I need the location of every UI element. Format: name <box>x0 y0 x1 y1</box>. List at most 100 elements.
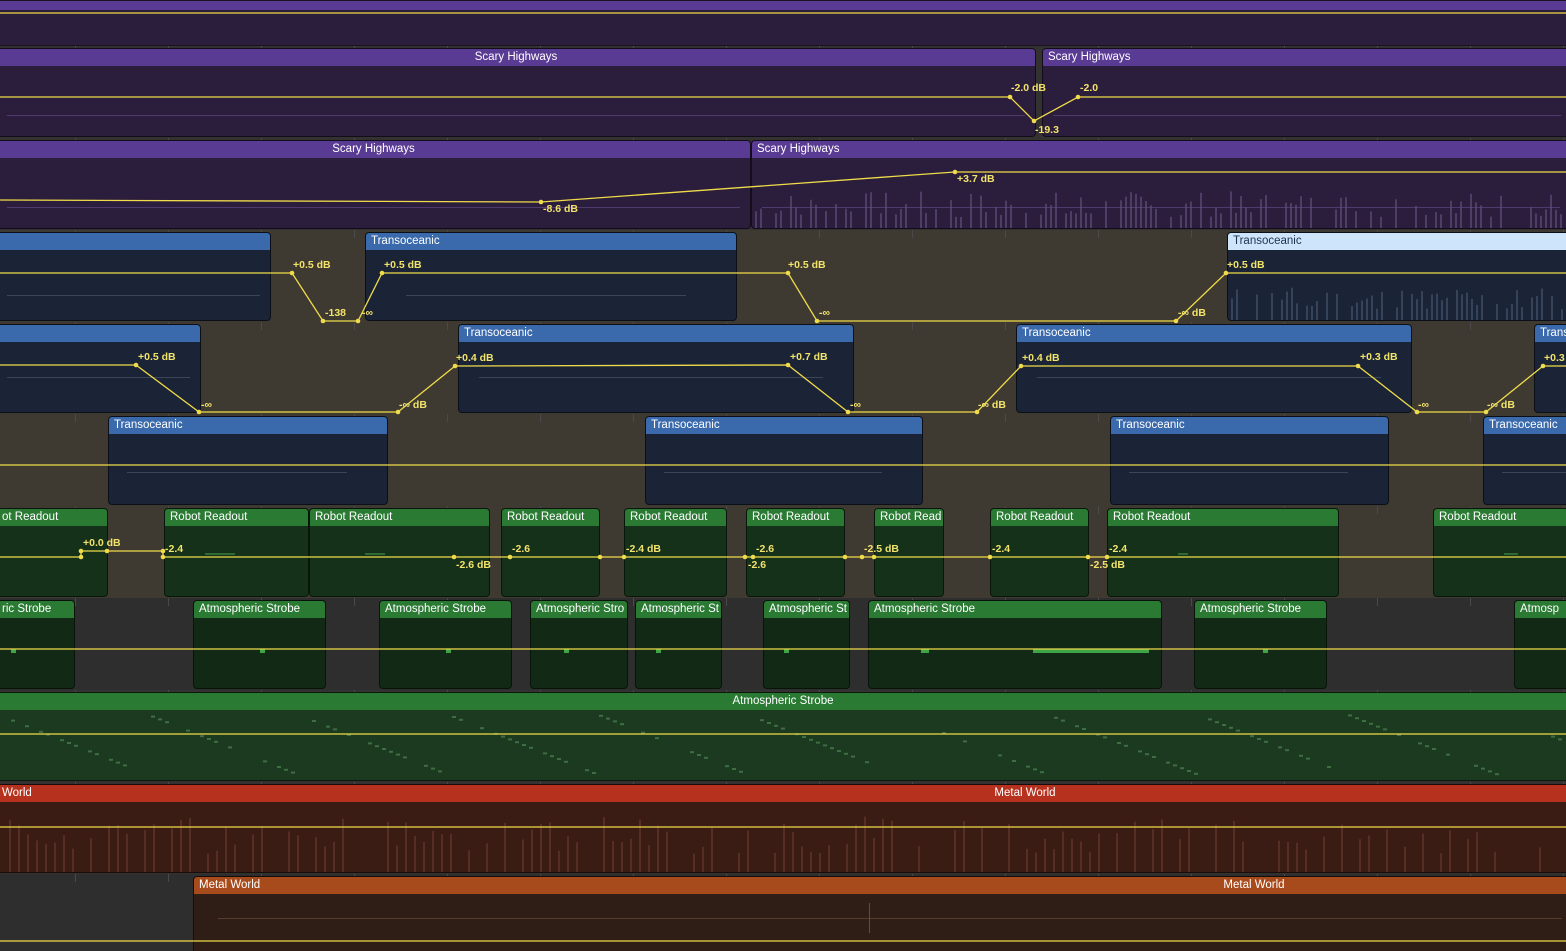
region-name: Atmospheric Strobe <box>869 601 1161 618</box>
region-name <box>0 325 200 342</box>
region-transoceanic[interactable]: Transoceanic <box>1483 416 1566 505</box>
region-name: Atmospheric Strobe <box>0 693 1566 710</box>
region-atmospheric-strobe[interactable]: Atmospheric Strobe <box>379 600 512 689</box>
region-robot-readout[interactable]: Robot Readout <box>624 508 727 597</box>
region-name: Transoceanic <box>366 233 736 250</box>
region-name: Scary Highways <box>1043 49 1566 66</box>
grid-tick <box>726 598 727 606</box>
region-transoceanic[interactable]: Transoceanic <box>1016 324 1412 413</box>
region-name: Transoceanic <box>1111 417 1388 434</box>
grid-tick <box>1191 598 1192 606</box>
region-name: ric Strobe <box>0 601 74 618</box>
region-name: Transoceanic <box>1228 233 1566 250</box>
region-scary-highways[interactable]: Scary Highways <box>751 140 1566 229</box>
region-atmospheric-strobe[interactable]: Atmosp <box>1514 600 1566 689</box>
region-name: Scary Highways <box>752 141 1566 158</box>
region-atmospheric-strobe[interactable]: Atmospheric St <box>635 600 722 689</box>
region-transoceanic[interactable]: Transoceanic <box>108 416 388 505</box>
region-robot-readout[interactable]: Robot Readout <box>501 508 600 597</box>
grid-tick <box>447 322 448 330</box>
waveform <box>755 191 1562 228</box>
grid-tick <box>168 598 169 606</box>
grid-tick <box>1470 322 1471 330</box>
region-robot-readout[interactable]: Robot Readout <box>1433 508 1566 597</box>
region-robot-readout[interactable]: Robot Read <box>874 508 944 597</box>
region-name: Transoceanic <box>109 417 387 434</box>
region-atmospheric-strobe[interactable]: ric Strobe <box>0 600 75 689</box>
grid-tick <box>447 414 448 422</box>
region-name: Robot Readout <box>747 509 844 526</box>
grid-tick <box>1005 322 1006 330</box>
region-robot-readout[interactable]: Robot Readout <box>164 508 309 597</box>
region-atmospheric-strobe[interactable]: Atmospheric Stro <box>530 600 628 689</box>
region-name: Scary Highways <box>0 141 750 158</box>
region-metal-world[interactable]: World Metal World <box>0 784 1566 873</box>
grid-tick <box>1470 598 1471 606</box>
region-scary-highways[interactable]: Scary Highways <box>1042 48 1566 137</box>
region-atmospheric-strobe[interactable]: Atmospheric Strobe <box>868 600 1162 689</box>
region-robot-readout[interactable]: Robot Readout <box>1107 508 1339 597</box>
region-name: Robot Readout <box>165 509 308 526</box>
grid-tick <box>1005 414 1006 422</box>
region-robot-readout[interactable]: Robot Readout <box>990 508 1089 597</box>
grid-tick <box>633 598 634 606</box>
grid-tick <box>1191 230 1192 238</box>
region-name: Robot Readout <box>625 509 726 526</box>
grid-tick <box>75 598 76 606</box>
grid-tick <box>1377 506 1378 514</box>
waveform <box>1231 287 1563 320</box>
region-name: Transoceanic <box>459 325 853 342</box>
region-name: Metal World <box>199 879 261 891</box>
region-name: Metal World <box>1223 879 1285 891</box>
grid-tick <box>819 230 820 238</box>
region-top-strip[interactable] <box>0 0 1566 46</box>
grid-tick <box>540 414 541 422</box>
region-transoceanic[interactable]: Transoceanic <box>645 416 923 505</box>
region-name: Robot Readout <box>1108 509 1338 526</box>
grid-tick <box>1005 230 1006 238</box>
region-name: World <box>2 787 32 799</box>
region-name: Atmosp <box>1515 601 1566 618</box>
grid-tick <box>1377 598 1378 606</box>
region-transoceanic[interactable]: Transoceanic <box>458 324 854 413</box>
region-transoceanic-selected[interactable]: Transoceanic <box>1227 232 1566 321</box>
region-name: Scary Highways <box>0 49 1035 66</box>
grid-tick <box>1470 414 1471 422</box>
region-scary-highways[interactable]: Scary Highways <box>0 140 751 229</box>
region-atmospheric-strobe[interactable]: Atmospheric St <box>763 600 850 689</box>
region-robot-readout[interactable]: Robot Readout <box>309 508 490 597</box>
midi-notes <box>11 714 1562 776</box>
region-transoceanic[interactable]: Trans <box>1534 324 1566 413</box>
grid-tick <box>75 414 76 422</box>
region-metal-world[interactable]: Metal World Metal World <box>193 876 1566 951</box>
region-robot-readout[interactable]: ot Readout <box>0 508 108 597</box>
region-transoceanic[interactable]: Transoceanic <box>365 232 737 321</box>
grid-tick <box>912 322 913 330</box>
region-name: Atmospheric Stro <box>531 601 627 618</box>
region-robot-readout[interactable]: Robot Readout <box>746 508 845 597</box>
region-name: Robot Readout <box>310 509 489 526</box>
region-name <box>0 233 270 250</box>
region-name: Atmospheric Strobe <box>1195 601 1326 618</box>
region-transoceanic[interactable]: Transoceanic <box>1110 416 1389 505</box>
region-name: Transoceanic <box>1484 417 1566 434</box>
grid-tick <box>75 874 76 882</box>
region-name: Atmospheric Strobe <box>194 601 325 618</box>
region-name: Transoceanic <box>1017 325 1411 342</box>
region-scary-highways[interactable]: Scary Highways <box>0 48 1036 137</box>
grid-tick <box>354 598 355 606</box>
region-name: Robot Readout <box>1434 509 1566 526</box>
region-name: ot Readout <box>0 509 107 526</box>
region-atmospheric-strobe[interactable]: Atmospheric Strobe <box>1194 600 1327 689</box>
region-atmospheric-strobe[interactable]: Atmospheric Strobe <box>0 692 1566 781</box>
waveform <box>9 816 1541 872</box>
region-name: Metal World <box>994 787 1056 799</box>
region-atmospheric-strobe[interactable]: Atmospheric Strobe <box>193 600 326 689</box>
region-transoceanic[interactable] <box>0 232 271 321</box>
region-name: Atmospheric St <box>764 601 849 618</box>
region-transoceanic[interactable] <box>0 324 201 413</box>
region-name: Transoceanic <box>646 417 922 434</box>
grid-tick <box>354 322 355 330</box>
grid-tick <box>912 230 913 238</box>
